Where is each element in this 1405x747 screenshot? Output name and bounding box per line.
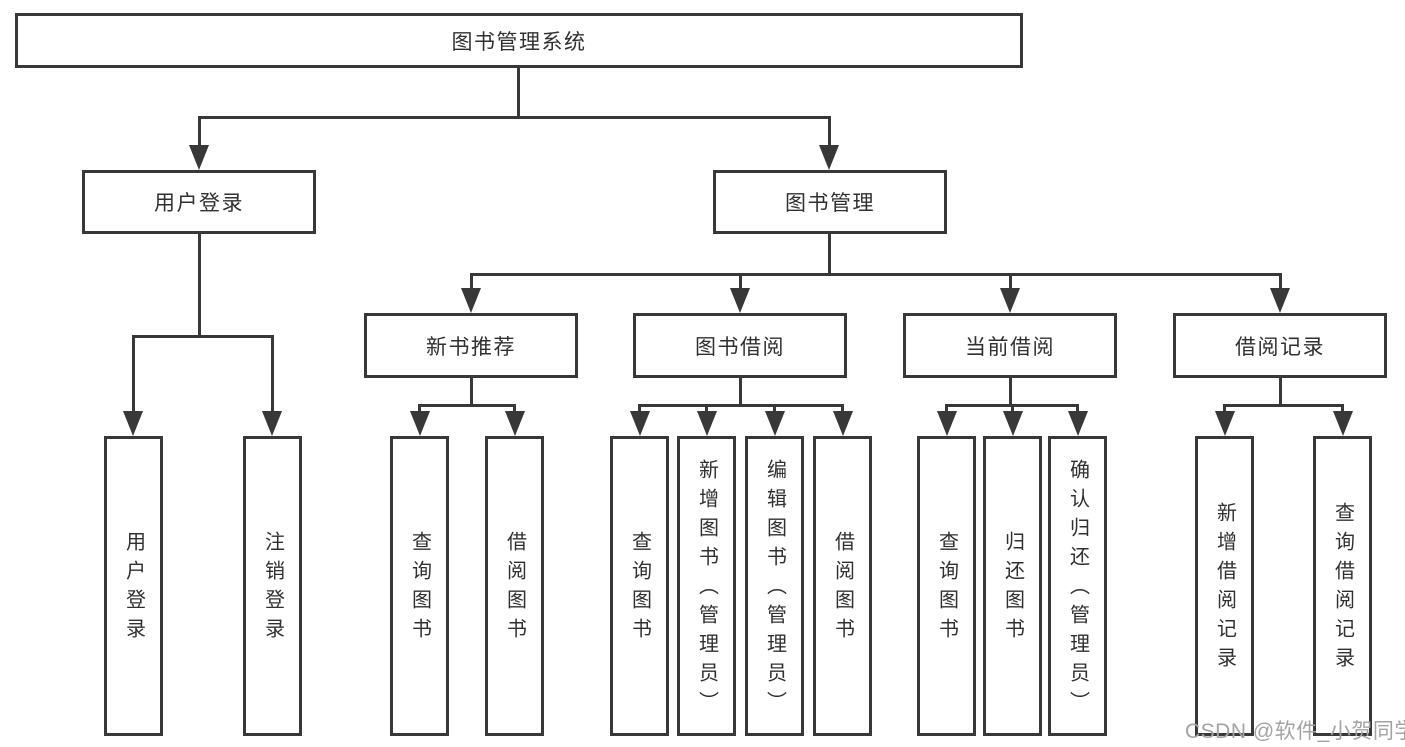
arrowhead-down-icon: [765, 411, 785, 436]
connector-book-borrow-stub: [739, 378, 742, 407]
connector-drop-br-leaf1: [1223, 404, 1226, 414]
leaf-br-add-record: 新增借阅记录: [1195, 436, 1254, 736]
node-book-borrowing: 图书借阅: [633, 313, 847, 378]
connector-drop-bb-leaf1: [638, 404, 641, 414]
leaf-user-login: 用户登录: [104, 436, 163, 736]
arrowhead-down-icon: [1333, 411, 1353, 436]
connector-drop-br-leaf2: [1341, 404, 1344, 414]
node-root: 图书管理系统: [15, 13, 1023, 68]
connector-drop-ul-leaf2: [271, 335, 274, 414]
connector-book-mgmt-stub: [828, 234, 831, 276]
connector-user-login-stub: [198, 234, 201, 338]
leaf-cb-return-books: 归还图书: [983, 436, 1042, 736]
connector-drop-bb-leaf3: [773, 404, 776, 414]
connector-drop-cb-leaf2: [1011, 404, 1014, 414]
connector-user-login-rail: [132, 335, 274, 338]
connector-current-borrow-stub: [1009, 378, 1012, 407]
connector-level3-rail: [470, 273, 1282, 276]
connector-drop-current-borrow: [1009, 273, 1012, 291]
node-user-login: 用户登录: [82, 170, 316, 234]
arrowhead-down-icon: [833, 411, 853, 436]
arrowhead-down-icon: [1270, 288, 1290, 313]
connector-drop-nb-leaf1: [418, 404, 421, 414]
node-borrowing-records: 借阅记录: [1173, 313, 1387, 378]
connector-drop-user-login: [198, 116, 201, 148]
connector-drop-nb-leaf2: [513, 404, 516, 414]
arrowhead-down-icon: [189, 145, 209, 170]
leaf-br-query-record: 查询借阅记录: [1313, 436, 1372, 736]
connector-book-borrow-rail: [638, 404, 844, 407]
connector-drop-cb-leaf3: [1076, 404, 1079, 414]
connector-drop-cb-leaf1: [945, 404, 948, 414]
connector-drop-book-borrow: [739, 273, 742, 291]
connector-drop-new-book: [470, 273, 473, 291]
arrowhead-down-icon: [505, 411, 525, 436]
connector-drop-borrow-records: [1279, 273, 1282, 291]
connector-level2-rail: [198, 116, 831, 119]
arrowhead-down-icon: [1215, 411, 1235, 436]
arrowhead-down-icon: [262, 411, 282, 436]
node-book-management: 图书管理: [713, 170, 947, 234]
arrowhead-down-icon: [819, 145, 839, 170]
connector-root-stub: [517, 68, 520, 118]
connector-drop-bb-leaf2: [705, 404, 708, 414]
leaf-bb-add-books-admin: 新增图书（管理员）: [677, 436, 736, 736]
leaf-bb-edit-books-admin: 编辑图书（管理员）: [745, 436, 804, 736]
connector-borrow-records-rail: [1223, 404, 1344, 407]
arrowhead-down-icon: [123, 411, 143, 436]
arrowhead-down-icon: [630, 411, 650, 436]
connector-new-book-rail: [418, 404, 516, 407]
node-current-borrowing: 当前借阅: [903, 313, 1117, 378]
connector-drop-bb-leaf4: [841, 404, 844, 414]
leaf-cb-confirm-return-admin: 确认归还（管理员）: [1048, 436, 1107, 736]
leaf-bb-query-books: 查询图书: [610, 436, 669, 736]
csdn-watermark: CSDN @软件_小贺同学: [1185, 720, 1405, 743]
leaf-bb-borrow-books: 借阅图书: [813, 436, 872, 736]
arrowhead-down-icon: [1068, 411, 1088, 436]
arrowhead-down-icon: [1003, 411, 1023, 436]
connector-drop-book-mgmt: [828, 116, 831, 148]
connector-drop-ul-leaf1: [132, 335, 135, 414]
arrowhead-down-icon: [461, 288, 481, 313]
connector-borrow-records-stub: [1279, 378, 1282, 407]
connector-new-book-stub: [470, 378, 473, 407]
leaf-cb-query-books: 查询图书: [917, 436, 976, 736]
node-new-book-recommend: 新书推荐: [364, 313, 578, 378]
arrowhead-down-icon: [410, 411, 430, 436]
arrowhead-down-icon: [730, 288, 750, 313]
arrowhead-down-icon: [1000, 288, 1020, 313]
leaf-logout: 注销登录: [243, 436, 302, 736]
leaf-nbr-query-books: 查询图书: [390, 436, 449, 736]
arrowhead-down-icon: [937, 411, 957, 436]
arrowhead-down-icon: [697, 411, 717, 436]
leaf-nbr-borrow-books: 借阅图书: [485, 436, 544, 736]
